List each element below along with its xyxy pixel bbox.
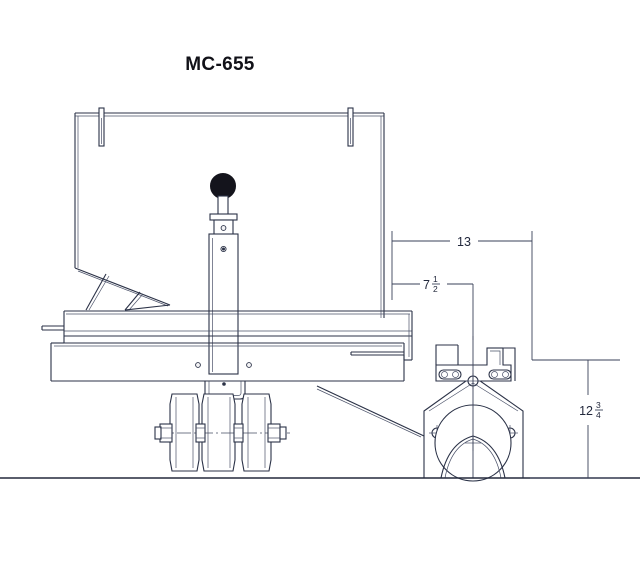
dimension-label-13: 13 (457, 235, 471, 249)
hitch-ball (210, 173, 236, 199)
hitch-ball-neck (217, 195, 229, 217)
axle-hub-left (154, 423, 173, 443)
hitch-flange-plate (209, 213, 238, 221)
slot-hole-left (438, 369, 462, 380)
dimension-label-12-numerator: 3 (596, 400, 601, 410)
wheel-left (169, 393, 200, 472)
wheel-middle (201, 393, 236, 472)
page-title: MC-655 (185, 54, 255, 75)
dimension-overall-height: 12 3 4 (530, 359, 620, 479)
hanger-clip-right (347, 107, 354, 147)
wheel-assembly (154, 393, 290, 472)
wheel-right (241, 393, 272, 472)
dimension-label-12-whole: 12 (579, 404, 593, 418)
dimension-label-12-denominator: 4 (596, 410, 601, 420)
dimension-hitch-offset: 7 1 2 (392, 274, 474, 340)
axle-hub-mid-right (233, 423, 244, 443)
dimension-label-7-whole: 7 (423, 278, 430, 292)
dimension-overall-length: 13 (391, 231, 533, 360)
frame-rail (41, 310, 413, 382)
slot-hole-right (488, 369, 512, 380)
rear-diagonal-brace (316, 385, 425, 438)
hanger-clip-left (98, 107, 105, 147)
axle-hub-mid-left (195, 423, 206, 443)
dimension-label-7-denominator: 2 (433, 284, 438, 294)
hitch-collar (213, 219, 234, 237)
hopper-body (74, 112, 385, 318)
hopper-brace (85, 273, 171, 311)
hitch-post (208, 233, 239, 375)
dimension-label-7-numerator: 1 (433, 274, 438, 284)
axle-hub-right (267, 423, 287, 443)
